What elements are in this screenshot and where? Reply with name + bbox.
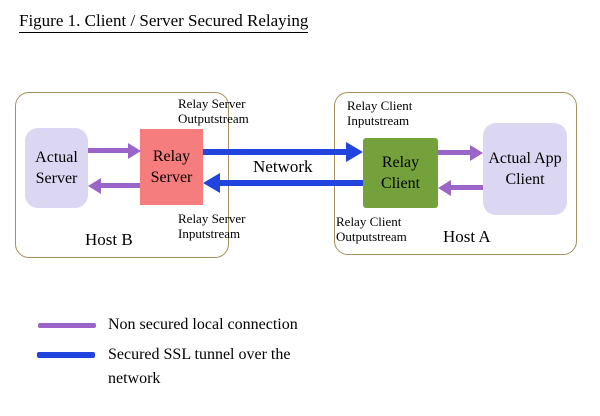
legend-non-secured-swatch — [38, 323, 96, 328]
arrow-shaft — [100, 183, 140, 188]
relay-server-outputstream-label: Relay Server Outputstream — [178, 96, 249, 126]
legend-secured-label: Secured SSL tunnel over the network — [108, 346, 291, 387]
arrow-shaft — [438, 150, 471, 155]
host-b-label: Host B — [85, 230, 133, 249]
relay-client-inputstream-label: Relay Client Inputstream — [347, 98, 413, 128]
actual-server-node: Actual Server — [25, 128, 88, 208]
relay-client-node: Relay Client — [363, 138, 438, 208]
figure-title-text: Figure 1. Client / Server Secured Relayi… — [19, 11, 309, 33]
arrow-head-right-icon — [346, 142, 363, 162]
actual-app-client-node: Actual App Client — [483, 123, 567, 215]
arrow-head-right-icon — [470, 145, 483, 161]
relay-server-inputstream-label: Relay Server Inputstream — [178, 211, 246, 241]
arrow-shaft — [88, 148, 129, 153]
legend-secured-swatch — [37, 352, 95, 358]
relay-server-node: Relay Server — [140, 129, 203, 205]
relay-client-outputstream-label: Relay Client Outputstream — [336, 214, 407, 244]
legend-non-secured-label: Non secured local connection — [108, 316, 298, 333]
figure-title: Figure 1. Client / Server Secured Relayi… — [19, 11, 309, 33]
arrow-head-left-icon — [438, 180, 451, 196]
arrow-head-left-icon — [88, 178, 101, 194]
arrow-shaft — [450, 185, 483, 190]
network-label: Network — [253, 157, 313, 176]
arrow-shaft — [203, 149, 347, 155]
host-a-label: Host A — [443, 227, 491, 246]
arrow-shaft — [219, 180, 363, 186]
arrow-head-right-icon — [128, 143, 141, 159]
arrow-head-left-icon — [203, 173, 220, 193]
